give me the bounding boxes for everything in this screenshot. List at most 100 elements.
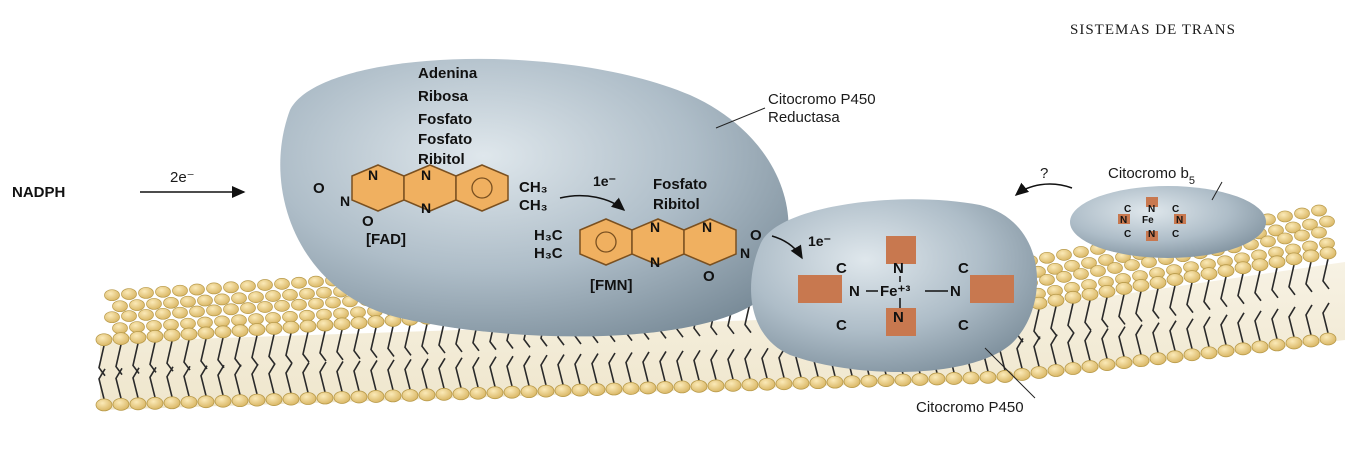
b5-atom: C bbox=[1124, 229, 1131, 240]
lipid-head bbox=[725, 379, 741, 391]
lipid-head bbox=[232, 315, 247, 326]
lipid-head bbox=[1278, 211, 1293, 222]
one-electron-label-a: 1e⁻ bbox=[593, 173, 616, 189]
lipid-head bbox=[156, 286, 171, 297]
lipid-head bbox=[275, 278, 290, 289]
lipid-head bbox=[334, 308, 349, 319]
b5-atom: C bbox=[1172, 204, 1179, 215]
lipid-head bbox=[878, 375, 894, 387]
lipid-head bbox=[292, 277, 307, 288]
lipid-head bbox=[105, 290, 120, 301]
lipid-head bbox=[317, 319, 333, 331]
lipid-head bbox=[1099, 285, 1115, 297]
lipid-head bbox=[1150, 353, 1166, 365]
lipid-head bbox=[232, 293, 247, 304]
lipid-head bbox=[1014, 368, 1030, 380]
lipid-head bbox=[326, 297, 341, 308]
lipid-head bbox=[300, 288, 315, 299]
lipid-head bbox=[1048, 365, 1064, 377]
lipid-head bbox=[1142, 257, 1157, 268]
lipid-head bbox=[521, 386, 537, 398]
lipid-head bbox=[1116, 282, 1132, 294]
lipid-head bbox=[351, 307, 366, 318]
lipid-head bbox=[708, 380, 724, 392]
fad-atom: O bbox=[362, 213, 374, 230]
lipid-head bbox=[164, 319, 179, 330]
reductase-label-line1: Citocromo P450 bbox=[768, 91, 876, 108]
b5-atom: N bbox=[1148, 229, 1155, 240]
lipid-head bbox=[1116, 357, 1132, 369]
lipid-head bbox=[1295, 230, 1310, 241]
fad-chain-item: Adenina bbox=[418, 65, 478, 82]
lipid-head bbox=[1091, 265, 1106, 276]
lipid-head bbox=[759, 378, 775, 390]
lipid-head bbox=[691, 380, 707, 392]
lipid-head bbox=[538, 385, 554, 397]
fmn-ring bbox=[580, 219, 632, 265]
lipid-head bbox=[1031, 366, 1047, 378]
lipid-head bbox=[113, 333, 129, 345]
lipid-head bbox=[1252, 341, 1268, 353]
lipid-head bbox=[300, 393, 316, 405]
heme-atom: N bbox=[849, 283, 860, 300]
heme-atom: C bbox=[836, 317, 847, 334]
lipid-head bbox=[1133, 355, 1149, 367]
lipid-head bbox=[207, 305, 222, 316]
lipid-head bbox=[1312, 227, 1327, 238]
b5-atom: C bbox=[1172, 229, 1179, 240]
lipid-head bbox=[173, 307, 188, 318]
lipid-head bbox=[181, 296, 196, 307]
lipid-head bbox=[1125, 260, 1140, 271]
lipid-head bbox=[742, 379, 758, 391]
lipid-head bbox=[122, 311, 137, 322]
lipid-head bbox=[963, 372, 979, 384]
lipid-head bbox=[283, 311, 298, 322]
heme-atom: C bbox=[958, 260, 969, 277]
lipid-head bbox=[266, 322, 282, 334]
nadph-label: NADPH bbox=[12, 184, 65, 201]
lipid-head bbox=[674, 381, 690, 393]
lipid-head bbox=[198, 396, 214, 408]
lipid-head bbox=[190, 306, 205, 317]
lipid-head bbox=[1133, 279, 1149, 291]
lipid-head bbox=[292, 299, 307, 310]
lipid-head bbox=[96, 334, 112, 346]
heme-atom: C bbox=[958, 317, 969, 334]
lipid-head bbox=[861, 375, 877, 387]
fad-atom: N bbox=[340, 193, 350, 209]
lipid-head bbox=[130, 398, 146, 410]
lipid-head bbox=[198, 317, 213, 328]
b5-atom: N bbox=[1120, 215, 1127, 226]
lipid-head bbox=[1252, 259, 1268, 271]
lipid-head bbox=[555, 385, 571, 397]
lipid-head bbox=[368, 316, 384, 328]
fad-chain-item: Fosfato bbox=[418, 111, 472, 128]
cytochrome-b5: C N C N Fe N C N C Citocromo b5 bbox=[1070, 165, 1266, 258]
fmn-atom: N bbox=[702, 219, 712, 235]
lipid-head bbox=[1099, 359, 1115, 371]
lipid-head bbox=[275, 300, 290, 311]
lipid-head bbox=[130, 300, 145, 311]
lipid-head bbox=[1108, 263, 1123, 274]
lipid-head bbox=[113, 398, 129, 410]
lipid-head bbox=[334, 391, 350, 403]
reductase-label-line2: Reductasa bbox=[768, 109, 840, 126]
lipid-head bbox=[606, 383, 622, 395]
lipid-head bbox=[470, 387, 486, 399]
lipid-head bbox=[487, 387, 503, 399]
lipid-head bbox=[266, 313, 281, 324]
lipid-head bbox=[929, 373, 945, 385]
lipid-head bbox=[1218, 345, 1234, 357]
lipid-head bbox=[1235, 343, 1251, 355]
b5-atom: Fe bbox=[1142, 215, 1154, 226]
lipid-head bbox=[309, 298, 324, 309]
fmn-chain-item: Ribitol bbox=[653, 196, 700, 213]
lipid-head bbox=[793, 377, 809, 389]
lipid-head bbox=[266, 394, 282, 406]
lipid-head bbox=[657, 381, 673, 393]
lipid-head bbox=[776, 378, 792, 390]
fad-chain-item: Ribitol bbox=[418, 151, 465, 168]
fad-atom: N bbox=[368, 167, 378, 183]
lipid-head bbox=[912, 373, 928, 385]
lipid-head bbox=[1065, 363, 1081, 375]
